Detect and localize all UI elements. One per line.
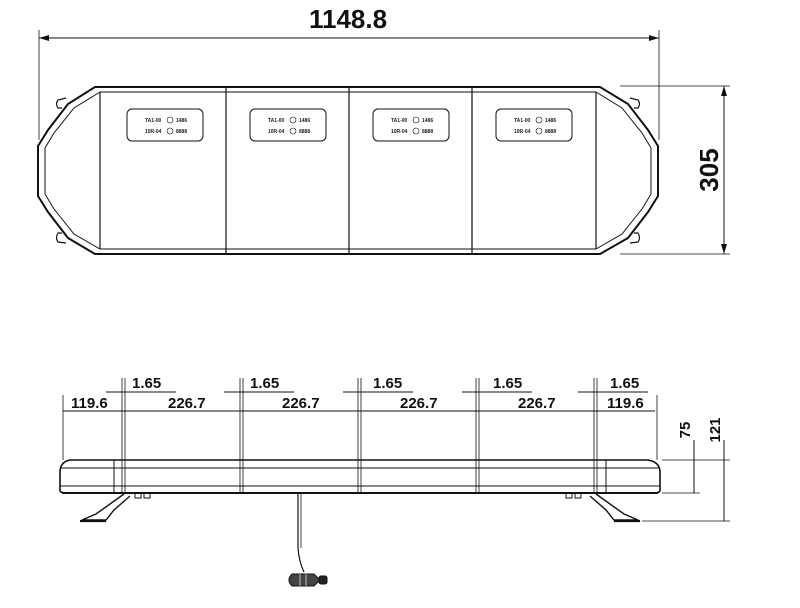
- segment-dimension-right-end: 119.6: [607, 395, 644, 412]
- overall-width-dimension: 1148.8: [309, 4, 387, 34]
- segment-dimension-2: 226.7: [282, 395, 320, 412]
- plate-code2: 8888: [299, 129, 310, 135]
- mounting-foot-left: [81, 493, 131, 521]
- module-plate-1: TA1-00 1486 10R-04 8888: [126, 108, 204, 142]
- plate-code2: 8888: [422, 129, 433, 135]
- gap-dimension-5: 1.65: [610, 375, 639, 392]
- top-view: 1148.8 305 TA1-00 148: [37, 4, 730, 255]
- plate-code1: 1486: [299, 118, 310, 124]
- plate-border: [126, 108, 204, 142]
- plate-border: [249, 108, 327, 142]
- plate-label-line1: TA1-00: [514, 118, 531, 124]
- segment-extension-lines: [62, 378, 658, 492]
- overall-depth-dimension: 305: [694, 148, 724, 191]
- mount-tab-top-right: [629, 97, 641, 109]
- arrow-left-icon: [39, 35, 49, 41]
- module-plate-3: TA1-00 1486 10R-04 8888: [372, 108, 450, 142]
- segment-dimension-3: 226.7: [400, 395, 438, 412]
- segment-dimension-4: 226.7: [518, 395, 556, 412]
- e-mark-icon: [166, 116, 174, 124]
- power-cable: [297, 494, 305, 573]
- e-mark-icon: [535, 127, 543, 135]
- mount-tab-top-left: [55, 97, 67, 109]
- bolt-icon: [134, 492, 142, 499]
- bolt-icon: [143, 492, 151, 499]
- plate-code1: 1486: [545, 118, 556, 124]
- lightbar-outline: [37, 86, 659, 255]
- plate-label-line2: 10R-04: [514, 129, 531, 135]
- plate-code1: 1486: [176, 118, 187, 124]
- arrow-up-icon: [721, 86, 727, 96]
- bolt-icon: [565, 492, 573, 499]
- plate-label-line2: 10R-04: [145, 129, 162, 135]
- gap-dimension-4: 1.65: [493, 375, 522, 392]
- module-plate-4: TA1-00 1486 10R-04 8888: [495, 108, 573, 142]
- e-mark-icon: [535, 116, 543, 124]
- plate-label-line1: TA1-00: [391, 118, 408, 124]
- plate-border: [372, 108, 450, 142]
- side-body-outline: [59, 459, 661, 494]
- plate-code2: 8888: [176, 129, 187, 135]
- mounting-foot-right: [589, 493, 639, 521]
- gap-dimension-3: 1.65: [373, 375, 402, 392]
- e-mark-icon: [289, 116, 297, 124]
- gap-dimension-1: 1.65: [132, 375, 161, 392]
- bolt-icon: [574, 492, 582, 499]
- segment-dimension-left-end: 119.6: [71, 395, 108, 412]
- plate-label-line2: 10R-04: [268, 129, 285, 135]
- e-mark-icon: [289, 127, 297, 135]
- plate-label-line1: TA1-00: [145, 118, 162, 124]
- power-plug-icon: [288, 573, 328, 587]
- side-view: 1.65 1.65 1.65 1.65 1.65 119.6 226.7 226…: [59, 375, 730, 587]
- lens-height-dimension: 75: [677, 422, 694, 439]
- plate-code2: 8888: [545, 129, 556, 135]
- e-mark-icon: [412, 116, 420, 124]
- e-mark-icon: [412, 127, 420, 135]
- arrow-right-icon: [649, 35, 659, 41]
- plate-code1: 1486: [422, 118, 433, 124]
- mount-tab-bottom-right: [629, 232, 641, 244]
- arrow-down-icon: [721, 244, 727, 254]
- plate-label-line2: 10R-04: [391, 129, 408, 135]
- segment-dimension-1: 226.7: [168, 395, 206, 412]
- plate-label-line1: TA1-00: [268, 118, 285, 124]
- lens-outline: [44, 91, 652, 250]
- gap-dimension-2: 1.65: [250, 375, 279, 392]
- module-plate-2: TA1-00 1486 10R-04 8888: [249, 108, 327, 142]
- e-mark-icon: [166, 127, 174, 135]
- total-height-dimension: 121: [707, 417, 724, 442]
- plate-border: [495, 108, 573, 142]
- mount-tab-bottom-left: [55, 232, 67, 244]
